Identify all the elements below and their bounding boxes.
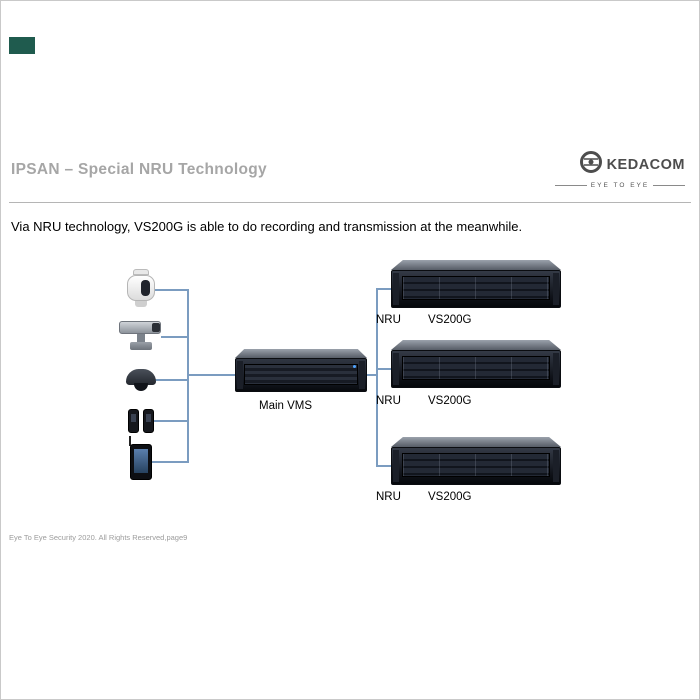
footer-copyright: Eye To Eye Security 2020. All Rights Res…: [9, 533, 188, 542]
nru-label-2: NRU: [376, 395, 401, 407]
vs200g-server-1: [391, 260, 561, 308]
ptz-dome-camera-icon: [125, 269, 157, 307]
nru-label-3: NRU: [376, 491, 401, 503]
vs200g-label-1: VS200G: [428, 314, 472, 326]
vs200g-label-3: VS200G: [428, 491, 472, 503]
server-led: [353, 365, 356, 368]
connector-line: [152, 461, 188, 463]
tagline-rule-left: [555, 185, 587, 186]
drive-bays: [402, 276, 550, 300]
server-top-face: [235, 349, 367, 358]
connector-line: [161, 336, 188, 338]
vs200g-label-2: VS200G: [428, 395, 472, 407]
camera-lens: [141, 280, 150, 296]
ptz-camera-icon: [119, 321, 163, 350]
connector-line: [189, 374, 235, 376]
server-top-face: [391, 340, 561, 350]
camera-base: [130, 342, 152, 350]
nru-label-1: NRU: [376, 314, 401, 326]
connector-line: [155, 289, 188, 291]
vs200g-server-2: [391, 340, 561, 388]
server-front-face: [391, 447, 561, 485]
server-front-face: [391, 270, 561, 308]
right-bus-line: [376, 288, 378, 467]
camera-body: [119, 321, 161, 334]
kedacom-logo: KEDACOM EYE TO EYE: [555, 151, 686, 189]
camera-base: [135, 301, 147, 307]
tagline-rule-right: [653, 185, 686, 186]
server-front-face: [391, 350, 561, 388]
dome-camera-icon: [126, 369, 156, 391]
brand-name: KEDACOM: [606, 156, 685, 173]
body-cameras-icon: [128, 409, 154, 433]
drive-bays: [402, 356, 550, 380]
header-divider: [9, 202, 691, 203]
drive-bays: [402, 453, 550, 477]
page-title: IPSAN – Special NRU Technology: [11, 161, 267, 178]
camera-bracket: [137, 334, 145, 342]
connector-line: [152, 420, 188, 422]
server-top-face: [391, 437, 561, 447]
phone-body: [130, 444, 152, 480]
server-front-face: [235, 358, 367, 392]
camera-cap: [133, 269, 149, 275]
body-camera: [143, 409, 154, 433]
dome-lens: [134, 383, 148, 391]
corner-accent-rect: [9, 37, 35, 54]
tagline-text: EYE TO EYE: [590, 182, 650, 189]
server-vents: [244, 364, 358, 385]
body-text: Via NRU technology, VS200G is able to do…: [11, 219, 523, 234]
connector-line: [367, 374, 377, 376]
connector-line: [378, 465, 391, 467]
phone-antenna: [129, 436, 131, 446]
kedacom-globe-icon: [579, 151, 602, 178]
left-bus-line: [187, 289, 189, 463]
brand-tagline: EYE TO EYE: [555, 182, 686, 189]
dome-housing: [126, 369, 156, 385]
body-camera: [128, 409, 139, 433]
main-vms-server: [235, 349, 367, 392]
smartphone-icon: [129, 436, 154, 480]
connector-line: [154, 379, 188, 381]
vs200g-server-3: [391, 437, 561, 485]
camera-body: [127, 275, 155, 301]
server-top-face: [391, 260, 561, 270]
connector-line: [378, 368, 391, 370]
main-vms-label: Main VMS: [259, 400, 313, 412]
phone-screen: [134, 449, 148, 473]
connector-line: [378, 288, 391, 290]
